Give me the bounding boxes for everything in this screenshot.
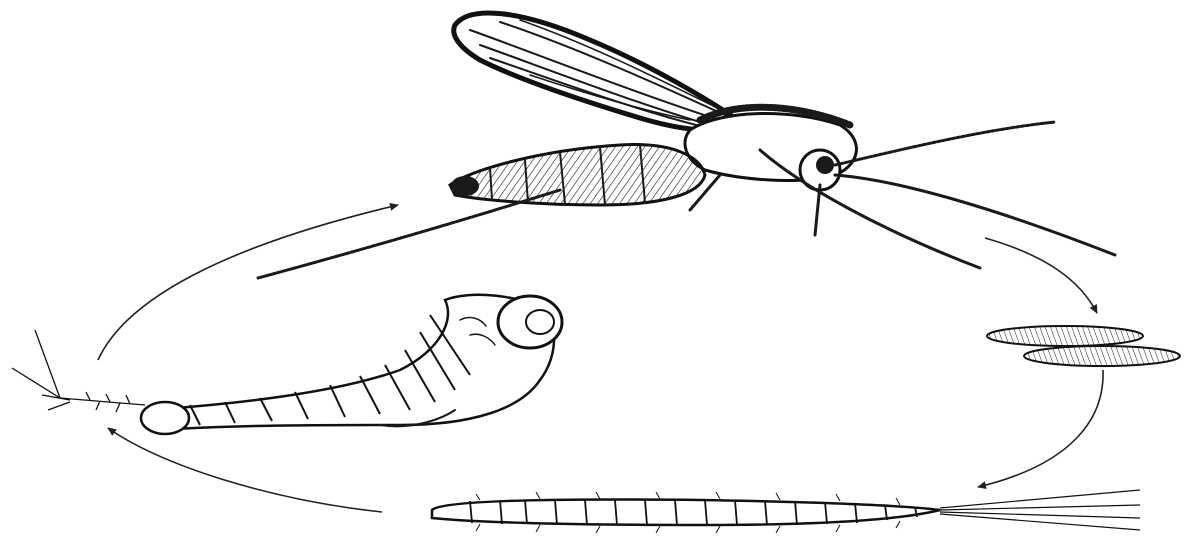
adult-leg-mid-b [815, 185, 820, 235]
pupa-tail-paddle [141, 402, 189, 434]
larva-tail-setae [940, 490, 1140, 530]
egg [987, 326, 1143, 346]
adult-wing [454, 13, 745, 130]
egg [1024, 346, 1180, 366]
eggs-illustration [987, 326, 1180, 366]
pupa-illustration [12, 295, 562, 434]
adult-abdomen [450, 145, 705, 205]
larva-illustration [432, 490, 1140, 533]
arrow-larva-to-pupa [108, 428, 382, 512]
arrow-eggs-to-larva [978, 370, 1103, 487]
adult-leg-hind [258, 190, 560, 278]
arrow-pupa-to-adult [98, 205, 398, 360]
pupa-bristled-tip [12, 330, 145, 412]
arrow-adult-to-eggs [985, 238, 1097, 313]
